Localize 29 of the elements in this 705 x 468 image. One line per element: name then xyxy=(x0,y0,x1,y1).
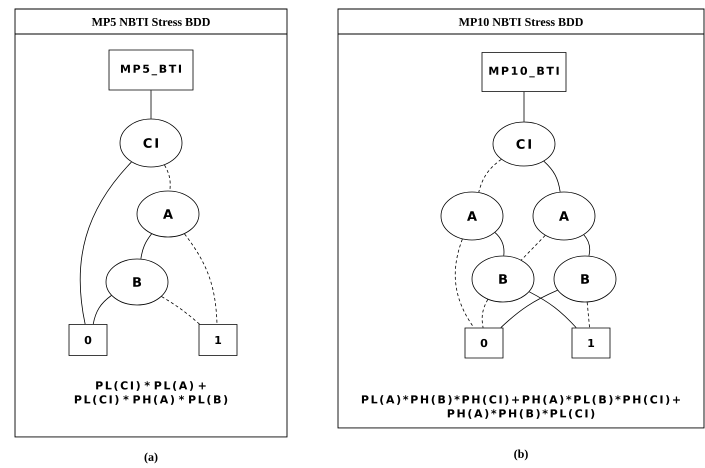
line xyxy=(494,232,504,256)
formula-text: PL(A)*PH(B)*PH(CI)+PH(A)*PL(B)*PH(CI)+ PH(A)*PH(B)*PL(CI) xyxy=(362,395,680,419)
terminal-box: 1 xyxy=(572,328,610,358)
line xyxy=(528,291,577,328)
terminal-box: 0 xyxy=(464,328,504,358)
terminal-box: 0 xyxy=(68,324,108,356)
line xyxy=(544,160,561,192)
dashed-line xyxy=(478,159,502,193)
panel-title: MP5 NBTI Stress BDD xyxy=(92,18,210,26)
line xyxy=(140,234,152,260)
line xyxy=(150,90,152,119)
line xyxy=(500,290,558,328)
dashed-line xyxy=(586,302,590,328)
dashed-line xyxy=(161,296,200,324)
formula-text: PL(CI) * PL(A) + PL(CI) * PH(A) * PL(B) xyxy=(74,381,228,405)
dashed-line xyxy=(164,164,171,192)
subfigure-label: (a) xyxy=(144,452,158,464)
line xyxy=(92,295,112,324)
dashed-line xyxy=(482,299,488,328)
root-box: MP10_BTI xyxy=(482,52,566,92)
dashed-line xyxy=(454,238,474,328)
dashed-line xyxy=(184,234,218,324)
panel-title: MP10 NBTI Stress BDD xyxy=(458,18,583,26)
dashed-line xyxy=(520,235,546,260)
subfigure-label: (b) xyxy=(514,450,528,460)
terminal-box: 1 xyxy=(198,324,238,356)
line xyxy=(583,234,590,256)
root-box: MP5_BTI xyxy=(108,50,194,90)
line xyxy=(80,162,132,324)
